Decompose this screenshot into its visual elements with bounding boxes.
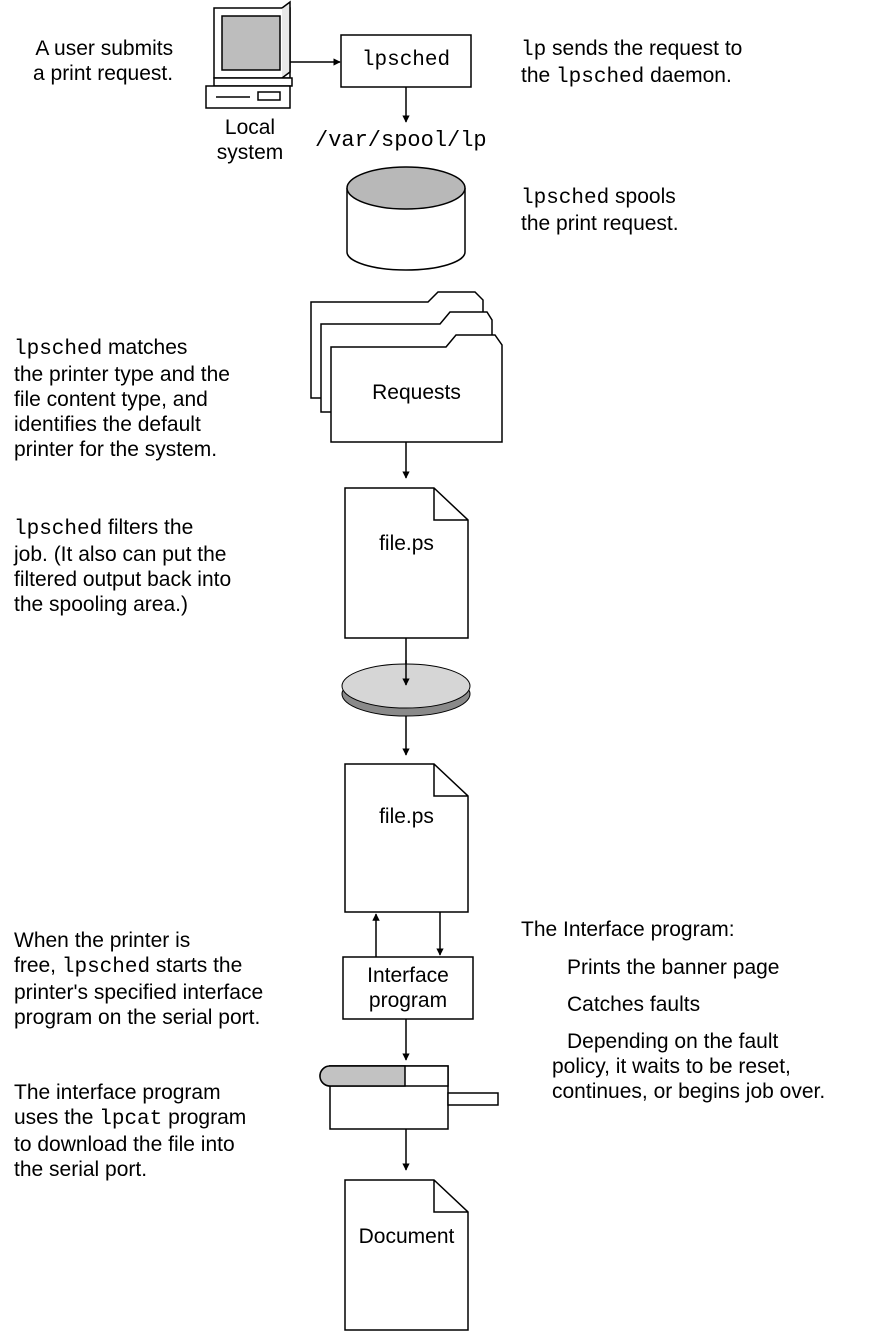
file-ps-label-1: file.ps xyxy=(379,532,434,555)
annotation-spools: lpsched spools the print request. xyxy=(521,184,679,236)
annotation-text: spools xyxy=(609,185,676,208)
annotation-line: a print request. xyxy=(33,62,174,85)
annotation-line: When the printer is xyxy=(14,929,191,952)
annotation-line: A user submits xyxy=(35,37,174,60)
annotation-line: the serial port. xyxy=(14,1158,148,1181)
annotation-line: lpsched matches xyxy=(14,335,230,362)
annotation-lp-sends: lp sends the request to the lpsched daem… xyxy=(521,36,742,90)
interface-step-faults: Catches faults xyxy=(567,993,701,1016)
interface-program-box xyxy=(342,956,474,1020)
annotation-line: to download the file into xyxy=(14,1133,235,1156)
annotation-line: filtered output back into xyxy=(14,568,232,591)
annotation-line: the lpsched daemon. xyxy=(521,63,742,90)
annotation-line: lp sends the request to xyxy=(521,36,742,63)
serial-port-icon xyxy=(319,1065,499,1130)
annotation-line: free, lpsched starts the xyxy=(14,953,263,980)
annotation-line: the print request. xyxy=(521,212,679,235)
annotation-line: job. (It also can put the xyxy=(14,543,227,566)
annotation-text: program xyxy=(162,1106,247,1129)
annotation-line: uses the lpcat program xyxy=(14,1105,246,1132)
lpsched-cmd: lpsched xyxy=(556,66,645,89)
annotation-line: program on the serial port. xyxy=(14,1006,261,1029)
interface-step-policy: Depending on the fault policy, it waits … xyxy=(552,1029,825,1104)
annotation-line: lpsched spools xyxy=(521,184,679,211)
lpsched-cmd: lpsched xyxy=(14,338,103,361)
spool-cylinder xyxy=(346,166,466,271)
requests-folders-icon xyxy=(310,291,503,443)
annotation-line: identifies the default xyxy=(14,413,201,436)
annotation-filters: lpsched filters the job. (It also can pu… xyxy=(14,515,231,617)
annotation-line: lpsched filters the xyxy=(14,515,231,542)
file-ps-document-1 xyxy=(344,487,469,639)
lpsched-box xyxy=(340,34,472,88)
annotation-interface-uses: The interface program uses the lpcat pro… xyxy=(14,1080,246,1182)
annotation-user-submits: A user submits a print request. xyxy=(33,36,174,86)
annotation-line: printer for the system. xyxy=(14,438,218,461)
label-line: program xyxy=(368,989,448,1012)
interface-step-banner: Prints the banner page xyxy=(567,956,780,979)
computer-icon xyxy=(205,0,293,109)
lpsched-box-label: lpsched xyxy=(361,49,451,72)
annotation-line: the printer type and the xyxy=(14,363,230,386)
requests-label: Requests xyxy=(372,381,461,404)
annotation-line: The interface program xyxy=(14,1081,221,1104)
annotation-text: starts the xyxy=(150,954,243,977)
output-document xyxy=(344,1179,469,1331)
lpsched-cmd: lpsched xyxy=(521,187,610,210)
local-system-label: Local system xyxy=(212,115,288,165)
spool-path-label: /var/spool/lp xyxy=(315,128,487,153)
annotation-line: policy, it waits to be reset, xyxy=(552,1055,791,1078)
annotation-printer-free: When the printer is free, lpsched starts… xyxy=(14,928,263,1030)
lpsched-cmd: lpsched xyxy=(14,518,103,541)
annotation-line: printer's specified interface xyxy=(14,981,264,1004)
interface-program-label: Interface program xyxy=(343,963,473,1013)
lpcat-cmd: lpcat xyxy=(99,1108,163,1131)
annotation-line: file content type, and xyxy=(14,388,208,411)
annotation-text: daemon. xyxy=(644,64,732,87)
file-ps-document-2 xyxy=(344,763,469,913)
annotation-text: the xyxy=(521,64,557,87)
annotation-text: free, xyxy=(14,954,62,977)
annotation-text: matches xyxy=(102,336,188,359)
interface-program-heading: The Interface program: xyxy=(521,918,735,941)
annotation-line: Depending on the fault xyxy=(567,1030,779,1053)
label-line: system xyxy=(216,141,284,164)
lp-cmd: lp xyxy=(521,39,547,62)
document-label: Document xyxy=(358,1225,455,1248)
annotation-line: continues, or begins job over. xyxy=(552,1080,826,1103)
annotation-matches: lpsched matches the printer type and the… xyxy=(14,335,230,462)
annotation-text: uses the xyxy=(14,1106,100,1129)
annotation-text: sends the request to xyxy=(546,37,743,60)
annotation-line: the spooling area.) xyxy=(14,593,188,616)
annotation-text: filters the xyxy=(102,516,194,539)
file-ps-label-2: file.ps xyxy=(379,805,434,828)
lpsched-cmd: lpsched xyxy=(61,956,151,979)
label-line: Local xyxy=(224,116,276,139)
label-line: Interface xyxy=(367,964,449,987)
